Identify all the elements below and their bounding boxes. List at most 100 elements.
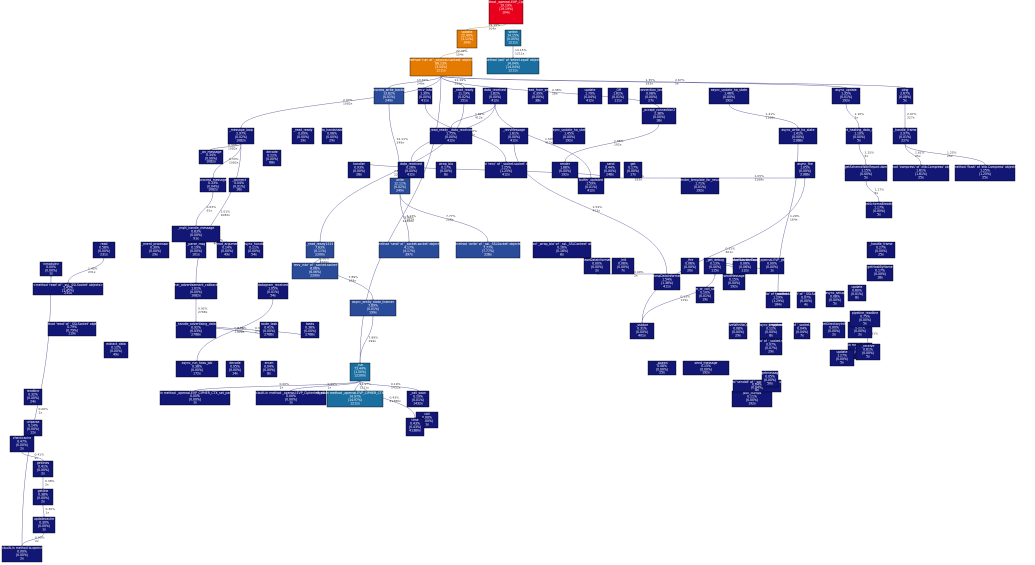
node-sendto[interactable]: <method 'sendto' of '_socket.socket' obj… bbox=[735, 339, 807, 356]
node-method-open[interactable]: <built-in method io.open>0.00%(0.00%)2x bbox=[1, 546, 43, 563]
node-get-heating[interactable]: get_heating_data_as1.10%(0.00%)5x bbox=[843, 127, 875, 145]
node-handle-advert[interactable]: _handle_advertising_data0.92%(0.03%)2768… bbox=[175, 322, 217, 339]
node-main-loop[interactable]: <module>0.00%(0.00%)1x bbox=[39, 262, 63, 277]
node-render-template[interactable]: render_template_for_result1.71%(0.01%)19… bbox=[679, 177, 722, 195]
node-sock-sendall[interactable]: <method 'sendall' of '_socket.socket' ob… bbox=[721, 380, 794, 393]
node-ssl-read[interactable]: <method 'read' of '_ssl._SSLSocket' obje… bbox=[32, 283, 103, 296]
node-cipherctx[interactable]: <built-in method _openssl.EVP_get_cipher… bbox=[732, 258, 813, 275]
node-run-advertisement[interactable]: _run_advertisement_callbacks1.01%(0.00%)… bbox=[172, 283, 220, 300]
node-cipherfinal[interactable]: <built-in method _openssl.EVP_CIPHER_CTX… bbox=[316, 391, 395, 408]
node-evp-cipherupdate[interactable]: <built-in method _openssl.EVP_CipherUpda… bbox=[469, 0, 543, 25]
node-sock-read[interactable]: <method 'read' of '_SSLSocket' objects>0… bbox=[40, 322, 104, 337]
node-sock-recv-into[interactable]: <method 'recv_into' of '_socket.socket' … bbox=[277, 263, 353, 280]
node-ctx[interactable]: <built-in method _openssl.EVP_CIPHER_CTX… bbox=[149, 391, 241, 406]
node-ciphercreate[interactable]: <built-in method _openssl.EVP_CipherInit… bbox=[255, 391, 327, 406]
node-sock-recv[interactable]: <method 'recv' of '_socket.socket' objec… bbox=[768, 323, 836, 340]
node-read-ready-data[interactable]: _read_ready__data_received1.75%(0.00%)41… bbox=[428, 127, 473, 145]
node-async-entity[interactable]: async_entity_state_listener7.89%(0.01%)1… bbox=[349, 300, 397, 317]
node-recv-buf[interactable]: <method 'recv' of '_socket.socket' objec… bbox=[472, 161, 540, 179]
node-sock-send[interactable]: <method 'send' of '_socket.socket' objec… bbox=[375, 241, 444, 259]
node-sslread[interactable]: <method 'read' of '_SSLSocket' objects>0… bbox=[774, 292, 838, 309]
node-sock-write[interactable]: <method 'write' of '_ssl._SSLSocket' obj… bbox=[453, 241, 524, 259]
node-flush[interactable]: <method 'flush' of 'zlib.Compress' objec… bbox=[951, 164, 1019, 182]
node-wrap[interactable]: <method '_wrap_bio' of '_ssl._SSLContext… bbox=[522, 241, 602, 259]
node-sock-sendto[interactable]: <method 'sendto' of '_socket.socket' obj… bbox=[742, 292, 814, 309]
